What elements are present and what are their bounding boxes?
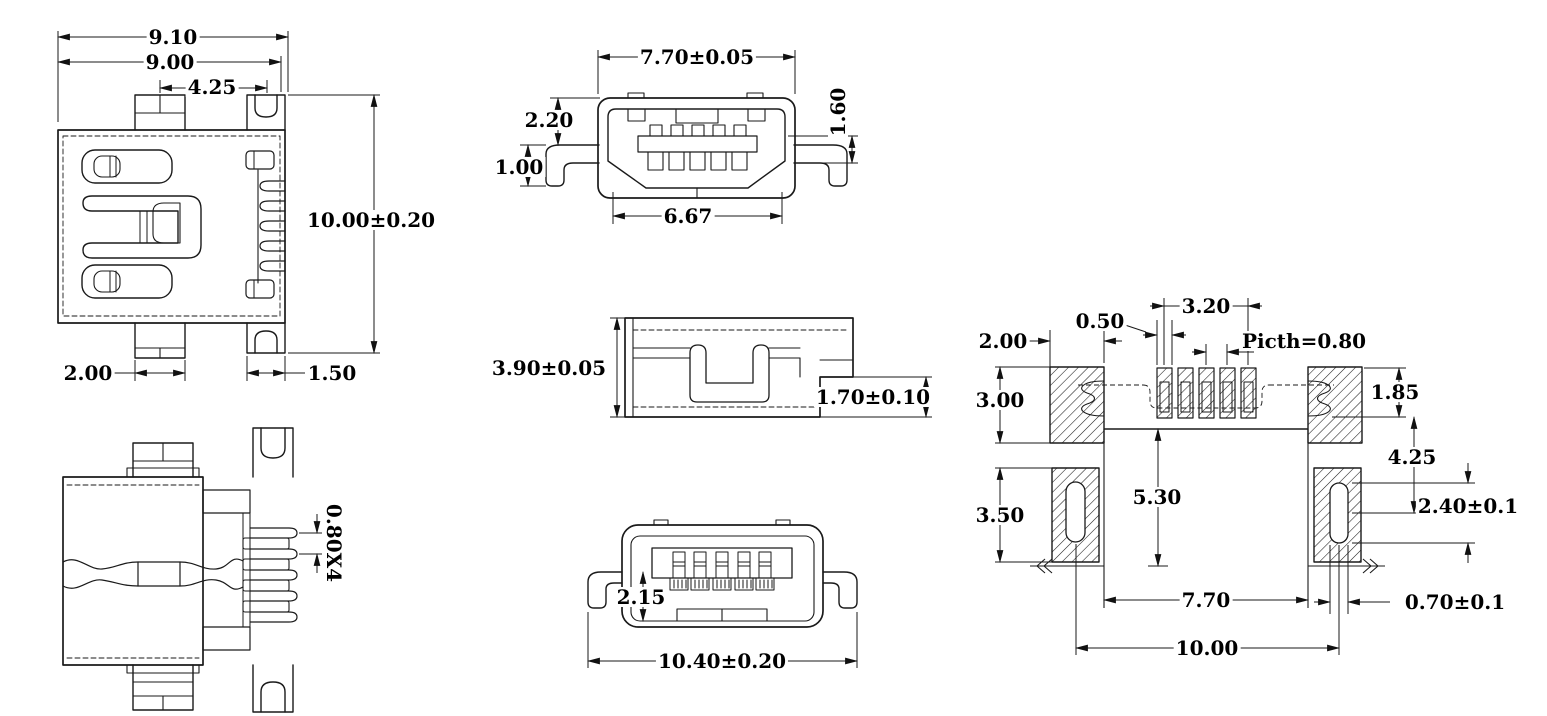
dim-fp-pin-pad-height: 1.85	[1368, 380, 1422, 404]
dim-fp-mount-pad-width: 2.00	[976, 329, 1030, 353]
dim-fp-pin-span: 3.20	[1179, 294, 1233, 318]
dim-side-body-height: 3.90±0.05	[489, 356, 609, 380]
dim-fp-pitch-note: Picth=0.80	[1239, 329, 1369, 353]
dim-mating-shell-width: 7.70±0.05	[637, 45, 757, 69]
dim-fp-pad-span: 7.70	[1179, 588, 1233, 612]
side-view-dimensions	[610, 316, 932, 419]
dim-fp-pin-pad-width: 0.50	[1073, 309, 1127, 333]
dim-fp-mount-pad-height: 3.00	[973, 388, 1027, 412]
dim-mating-edge-to-leg: 1.60	[826, 85, 850, 139]
top-view-linework	[62, 427, 298, 713]
dim-front-overall-height: 10.00±0.20	[304, 208, 438, 232]
dim-side-step-height: 1.70±0.10	[813, 385, 933, 409]
dim-fp-lower-pad-height: 3.50	[973, 503, 1027, 527]
dim-front-tab-offset: 4.25	[185, 75, 239, 99]
dim-fp-body-depth: 5.30	[1130, 485, 1184, 509]
dim-front-overall-width: 9.10	[146, 25, 200, 49]
dim-rear-overall-width: 10.40±0.20	[655, 649, 789, 673]
dim-front-body-width: 9.00	[143, 50, 197, 74]
front-view-linework	[57, 94, 286, 359]
dim-mating-leg-height: 1.00	[492, 155, 546, 179]
dim-fp-vertical-offset: 4.25	[1385, 445, 1439, 469]
dim-mating-shell-height: 2.20	[522, 108, 576, 132]
dim-fp-mount-span: 10.00	[1173, 636, 1241, 660]
rear-view-linework	[587, 519, 858, 628]
dim-front-tab-width: 2.00	[61, 361, 115, 385]
dim-fp-slot-width: 0.70±0.1	[1402, 590, 1508, 614]
mating-face-linework	[545, 92, 848, 199]
dim-rear-inner-depth: 2.15	[614, 585, 668, 609]
top-view-dimensions	[299, 514, 322, 573]
footprint-linework	[1030, 366, 1385, 608]
dim-mating-opening-width: 6.67	[661, 204, 715, 228]
dim-front-leg-width: 1.50	[305, 361, 359, 385]
dim-fp-slot-length: 2.40±0.1	[1415, 494, 1521, 518]
dim-top-terminal-pitch: 0.80X4	[322, 501, 346, 585]
